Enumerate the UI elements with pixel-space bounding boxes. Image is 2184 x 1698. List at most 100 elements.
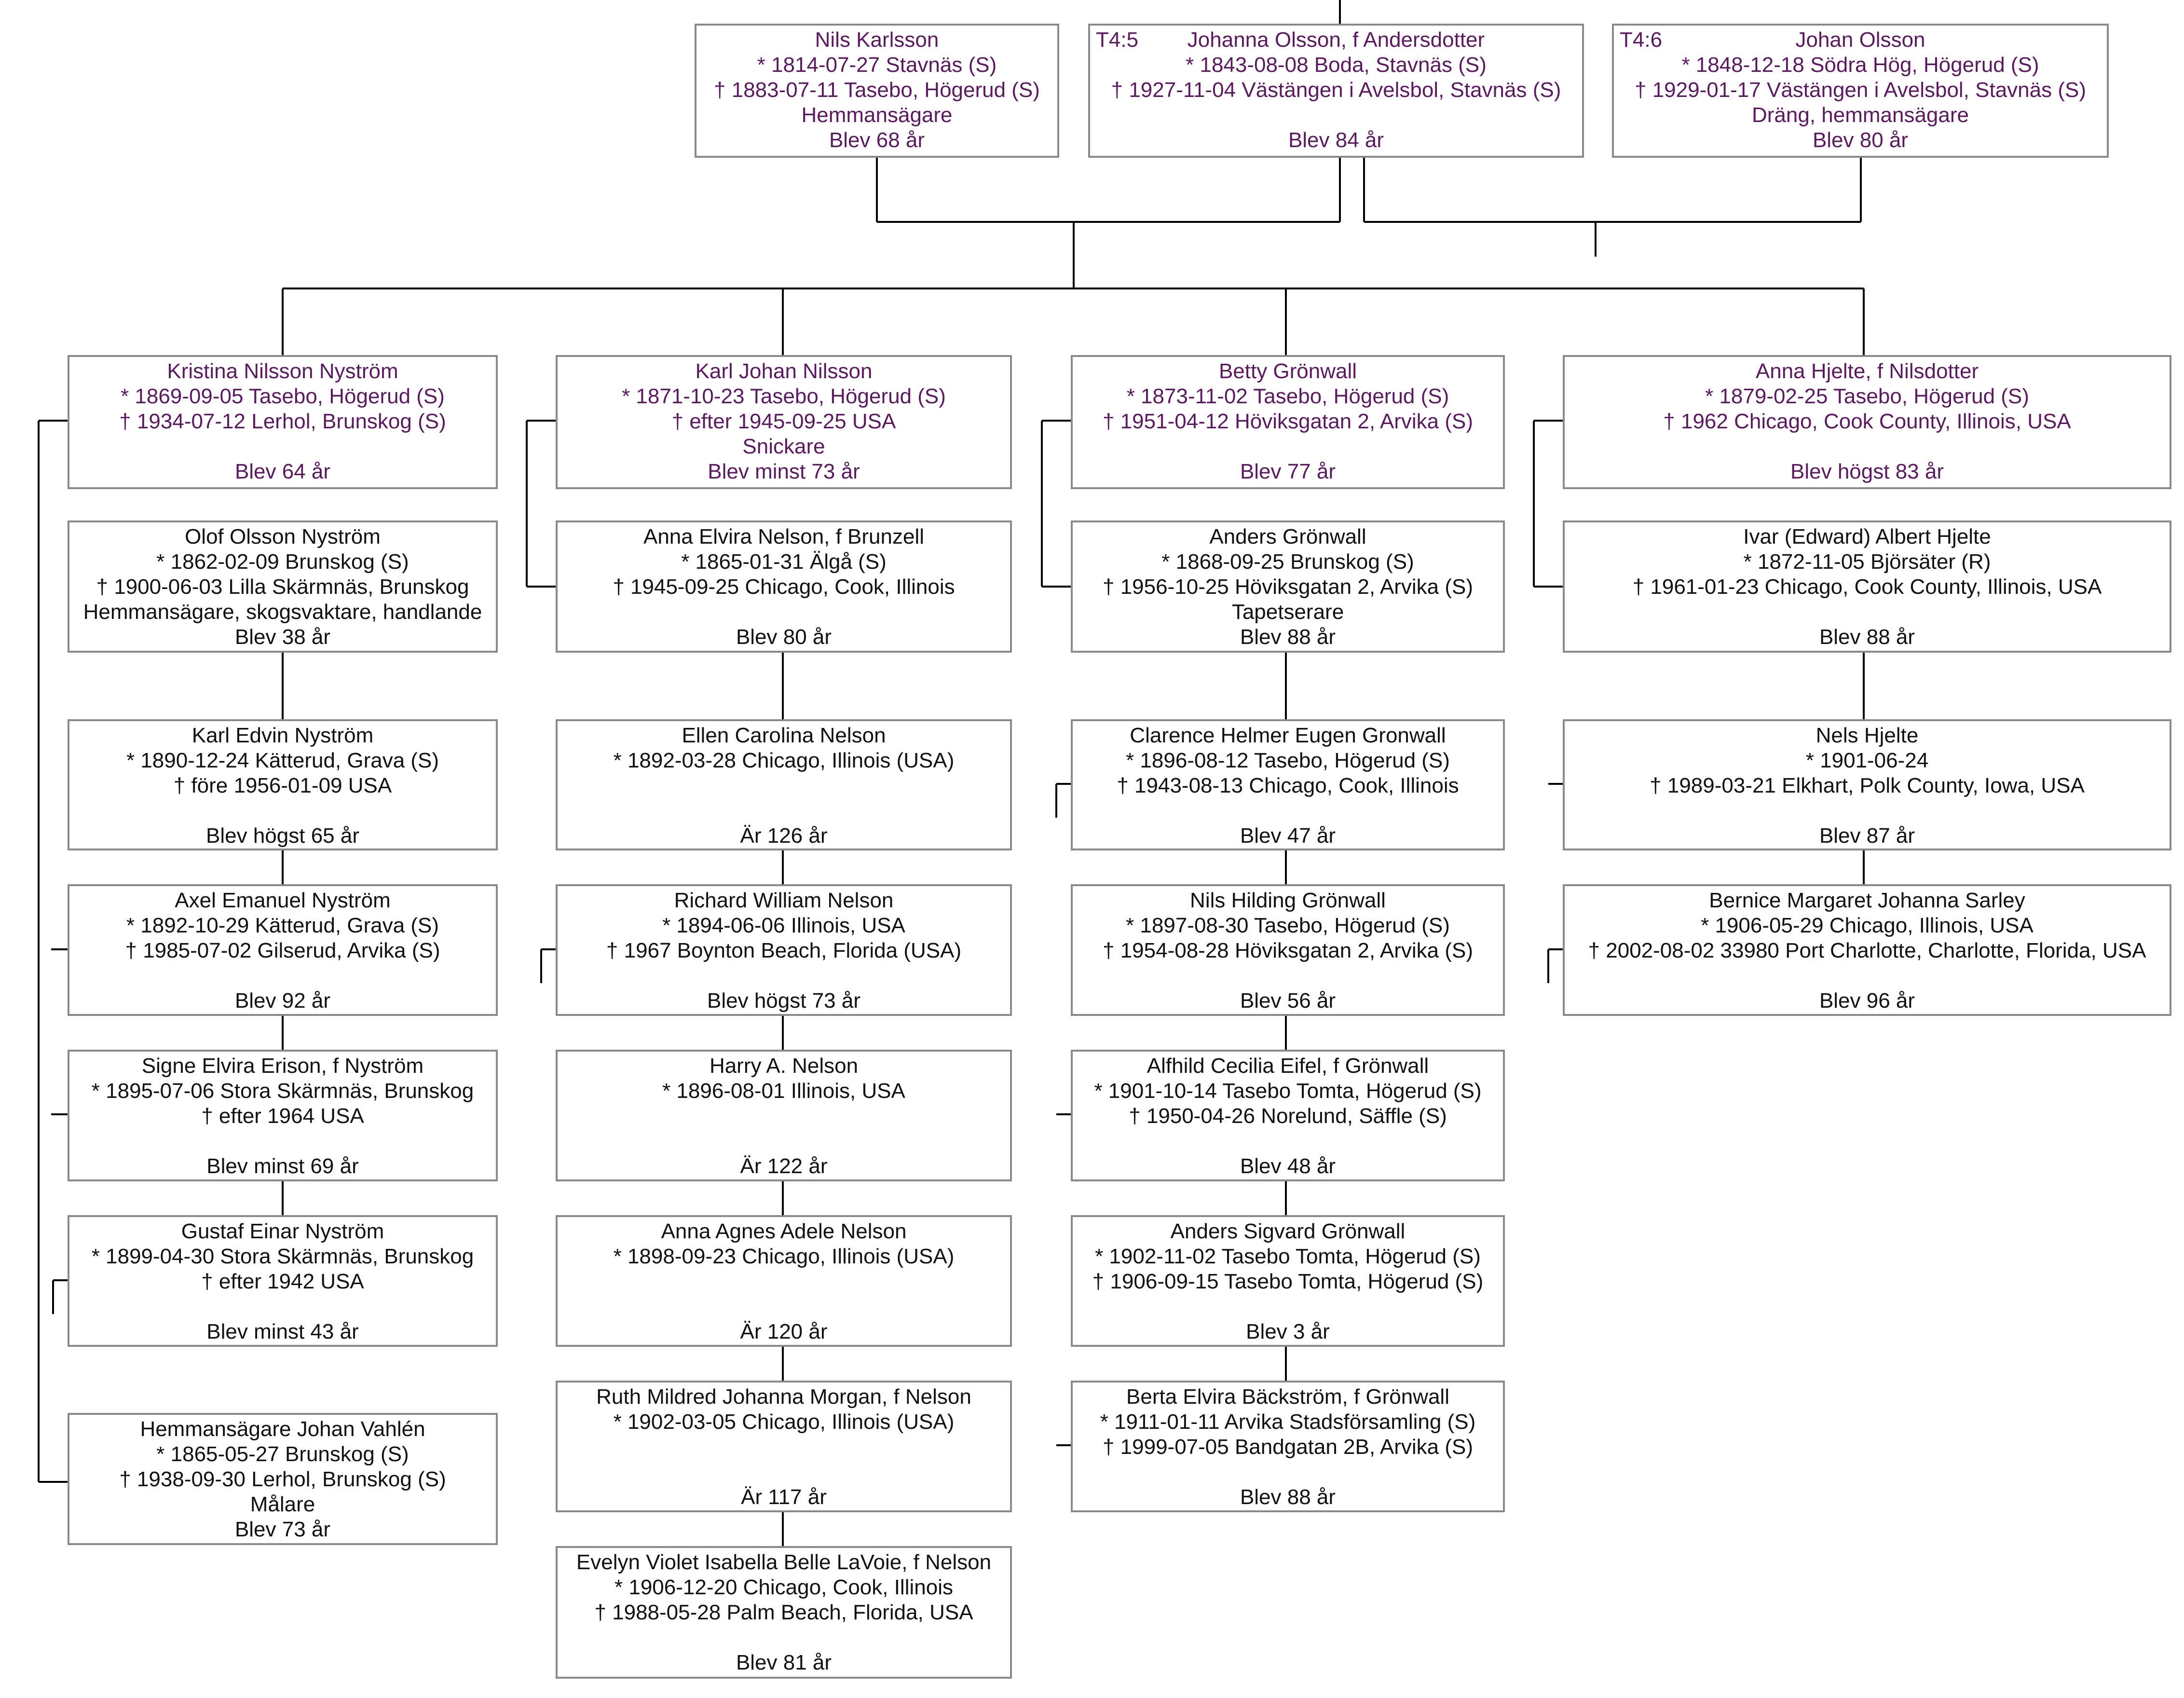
birth: * 1865-05-27 Brunskog (S) [156,1442,409,1466]
death: † 1927-11-04 Västängen i Avelsbol, Stavn… [1111,78,1561,102]
occupation [69,1129,496,1154]
birth: * 1869-09-05 Tasebo, Högerud (S) [121,384,445,408]
occupation [1090,103,1582,128]
person-box-evelyn[interactable]: Evelyn Violet Isabella Belle LaVoie, f N… [556,1546,1012,1679]
name: Johan Olsson [1795,28,1925,52]
name: Betty Grönwall [1218,359,1357,383]
name: Hemmansägare Johan Vahlén [140,1417,425,1441]
occupation [1565,434,2170,459]
occupation: Dräng, hemmansägare [1751,103,1969,127]
occupation [1073,434,1503,459]
age: Blev minst 43 år [206,1320,359,1343]
age: Blev 84 år [1288,128,1384,152]
death: † 1934-07-12 Lerhol, Brunskog (S) [119,410,446,433]
name: Karl Johan Nilsson [695,359,873,383]
name: Axel Emanuel Nyström [175,889,391,912]
birth: * 1892-03-28 Chicago, Illinois (USA) [613,749,955,772]
name: Anna Hjelte, f Nilsdotter [1755,359,1979,383]
age: Blev 38 år [234,625,331,649]
name: Berta Elvira Bäckström, f Grönwall [1126,1385,1449,1409]
death: † 1956-10-25 Höviksgatan 2, Arvika (S) [1103,575,1473,599]
name: Bernice Margaret Johanna Sarley [1709,889,2025,912]
birth: * 1895-07-06 Stora Skärmnäs, Brunskog [91,1079,474,1103]
death: † före 1956-01-09 USA [173,774,392,797]
person-box-harry[interactable]: Harry A. Nelson * 1896-08-01 Illinois, U… [556,1050,1012,1181]
person-box-nils[interactable]: Nils Karlsson * 1814-07-27 Stavnäs (S) †… [695,24,1059,158]
person-box-bernice[interactable]: Bernice Margaret Johanna Sarley * 1906-0… [1563,884,2171,1016]
name: Johanna Olsson, f Andersdotter [1187,28,1485,52]
age: Blev 88 år [1819,625,1915,649]
person-box-betty[interactable]: Betty Grönwall * 1873-11-02 Tasebo, Höge… [1071,355,1505,489]
age: Är 126 år [740,824,828,848]
person-box-johan[interactable]: T4:6 Johan Olsson * 1848-12-18 Södra Hög… [1612,24,2109,158]
person-box-kristina[interactable]: Kristina Nilsson Nyström * 1869-09-05 Ta… [68,355,498,489]
person-box-axel[interactable]: Axel Emanuel Nyström * 1892-10-29 Kätter… [68,884,498,1016]
death: † 1985-07-02 Gilserud, Arvika (S) [125,939,440,962]
person-box-ellen[interactable]: Ellen Carolina Nelson * 1892-03-28 Chica… [556,719,1012,850]
person-box-anna-elvira[interactable]: Anna Elvira Nelson, f Brunzell * 1865-01… [556,520,1012,653]
name: Evelyn Violet Isabella Belle LaVoie, f N… [576,1550,992,1574]
death: † 1961-01-23 Chicago, Cook County, Illin… [1632,575,2102,599]
age: Blev 80 år [736,625,832,649]
birth: * 1862-02-09 Brunskog (S) [156,550,409,574]
name: Anna Agnes Adele Nelson [661,1219,907,1243]
person-box-gustaf[interactable]: Gustaf Einar Nyström * 1899-04-30 Stora … [68,1215,498,1347]
age: Är 117 år [741,1485,827,1509]
death: † 1906-09-15 Tasebo Tomta, Högerud (S) [1092,1270,1484,1293]
birth: * 1868-09-25 Brunskog (S) [1161,550,1414,574]
age: Blev 73 år [234,1518,331,1541]
occupation: Hemmansägare, skogsvaktare, handlande [83,600,482,624]
person-box-karl-johan[interactable]: Karl Johan Nilsson * 1871-10-23 Tasebo, … [556,355,1012,489]
occupation [69,798,496,823]
person-box-alfhild[interactable]: Alfhild Cecilia Eifel, f Grönwall * 1901… [1071,1050,1505,1181]
birth: * 1899-04-30 Stora Skärmnäs, Brunskog [91,1245,474,1268]
age: Blev 81 år [736,1651,832,1674]
person-box-anna-hjelte[interactable]: Anna Hjelte, f Nilsdotter * 1879-02-25 T… [1563,355,2171,489]
person-box-ruth[interactable]: Ruth Mildred Johanna Morgan, f Nelson * … [556,1381,1012,1512]
birth: * 1872-11-05 Björsäter (R) [1743,550,1991,574]
birth: * 1911-01-11 Arvika Stadsförsamling (S) [1100,1410,1476,1434]
person-box-anders-sigvard[interactable]: Anders Sigvard Grönwall * 1902-11-02 Tas… [1071,1215,1505,1347]
occupation [1073,1129,1503,1154]
birth: * 1814-07-27 Stavnäs (S) [757,53,997,77]
birth: * 1848-12-18 Södra Hög, Högerud (S) [1681,53,2039,77]
birth: * 1906-12-20 Chicago, Cook, Illinois [614,1575,953,1599]
birth: * 1906-05-29 Chicago, Illinois, USA [1701,914,2034,937]
birth: * 1902-03-05 Chicago, Illinois (USA) [613,1410,955,1434]
occupation: Snickare [742,435,825,458]
person-box-berta[interactable]: Berta Elvira Bäckström, f Grönwall * 191… [1071,1381,1505,1512]
person-box-clarence[interactable]: Clarence Helmer Eugen Gronwall * 1896-08… [1071,719,1505,850]
person-box-anna-agnes[interactable]: Anna Agnes Adele Nelson * 1898-09-23 Chi… [556,1215,1012,1347]
age: Blev 92 år [234,989,331,1013]
birth: * 1902-11-02 Tasebo Tomta, Högerud (S) [1095,1245,1481,1268]
person-box-karl-edvin[interactable]: Karl Edvin Nyström * 1890-12-24 Kätterud… [68,719,498,850]
person-box-johanna[interactable]: T4:5 Johanna Olsson, f Andersdotter * 18… [1088,24,1584,158]
person-box-nels[interactable]: Nels Hjelte * 1901-06-24 † 1989-03-21 El… [1563,719,2171,850]
person-box-olof[interactable]: Olof Olsson Nyström * 1862-02-09 Brunsko… [68,520,498,653]
age: Blev 56 år [1240,989,1336,1013]
death: † 1954-08-28 Höviksgatan 2, Arvika (S) [1103,939,1473,962]
occupation [558,963,1010,988]
person-box-richard[interactable]: Richard William Nelson * 1894-06-06 Illi… [556,884,1012,1016]
person-box-anders[interactable]: Anders Grönwall * 1868-09-25 Brunskog (S… [1071,520,1505,653]
occupation [69,434,496,459]
person-box-signe[interactable]: Signe Elvira Erison, f Nyström * 1895-07… [68,1050,498,1181]
occupation [1073,798,1503,823]
person-box-ivar[interactable]: Ivar (Edward) Albert Hjelte * 1872-11-05… [1563,520,2171,653]
death: † 1962 Chicago, Cook County, Illinois, U… [1663,410,2071,433]
person-box-nils-hilding[interactable]: Nils Hilding Grönwall * 1897-08-30 Taseb… [1071,884,1505,1016]
death: † 1943-08-13 Chicago, Cook, Illinois [1117,774,1459,797]
age: Blev 3 år [1246,1320,1330,1343]
occupation [558,1625,1010,1650]
person-box-johan-vahlen[interactable]: Hemmansägare Johan Vahlén * 1865-05-27 B… [68,1413,498,1545]
age: Är 120 år [740,1320,828,1343]
name: Clarence Helmer Eugen Gronwall [1130,724,1446,747]
death: † 1951-04-12 Höviksgatan 2, Arvika (S) [1103,410,1473,433]
age: Blev 68 år [829,128,925,152]
death: † 2002-08-02 33980 Port Charlotte, Charl… [1588,939,2146,962]
name: Nils Karlsson [815,28,939,52]
birth: * 1873-11-02 Tasebo, Högerud (S) [1126,384,1449,408]
birth: * 1897-08-30 Tasebo, Högerud (S) [1126,914,1450,937]
age: Blev minst 69 år [206,1154,359,1178]
